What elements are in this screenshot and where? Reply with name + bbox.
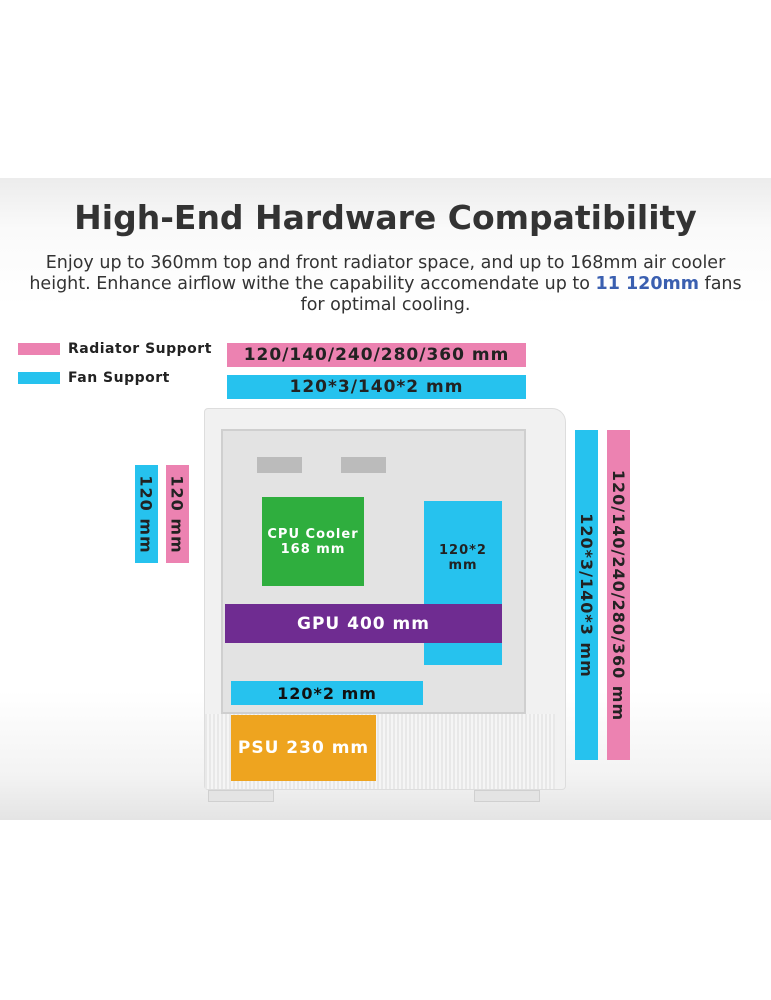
bottom-fan-area: 120*2 mm — [231, 681, 423, 705]
legend-radiator-label: Radiator Support — [68, 341, 212, 357]
top-radiator-bar: 120/140/240/280/360 mm — [227, 343, 526, 367]
front-fan-bar: 120*3/140*3 mm — [575, 430, 598, 760]
cpu-cooler-label: CPU Cooler — [267, 526, 359, 542]
top-radiator-label: 120/140/240/280/360 mm — [243, 345, 510, 365]
front-radiator-bar: 120/140/240/280/360 mm — [607, 430, 630, 760]
legend-radiator-swatch — [18, 343, 60, 355]
description: Enjoy up to 360mm top and front radiator… — [20, 253, 751, 316]
rear-fan-label: 120 mm — [137, 474, 156, 554]
description-text-end: fans for optimal cooling. — [300, 274, 742, 315]
top-vent — [257, 457, 302, 473]
top-fan-bar: 120*3/140*2 mm — [227, 375, 526, 399]
bottom-fan-label: 120*2 mm — [277, 683, 377, 703]
description-text: Enjoy up to 360mm top and front radiator… — [29, 253, 726, 294]
legend-fan-swatch — [18, 372, 60, 384]
page-title: High-End Hardware Compatibility — [74, 198, 697, 237]
case-foot — [474, 790, 540, 802]
gpu-area: GPU 400 mm — [225, 604, 502, 643]
front-fan-label: 120*3/140*3 mm — [577, 512, 596, 678]
psu-label: PSU 230 mm — [237, 738, 370, 758]
fan-count-highlight: 11 120mm — [595, 274, 699, 294]
side-fan-label: 120*2 — [439, 543, 487, 558]
rear-fan-bar: 120 mm — [135, 465, 158, 563]
case-foot — [208, 790, 274, 802]
side-fan-unit: mm — [448, 558, 478, 573]
psu-area: PSU 230 mm — [231, 715, 376, 781]
cpu-cooler-size: 168 mm — [280, 541, 346, 557]
rear-radiator-label: 120 mm — [168, 474, 187, 554]
top-vent — [341, 457, 386, 473]
front-radiator-label: 120/140/240/280/360 mm — [609, 469, 628, 721]
top-fan-label: 120*3/140*2 mm — [289, 377, 464, 397]
legend-fan-label: Fan Support — [68, 370, 170, 386]
rear-radiator-bar: 120 mm — [166, 465, 189, 563]
gpu-label: GPU 400 mm — [297, 613, 430, 634]
